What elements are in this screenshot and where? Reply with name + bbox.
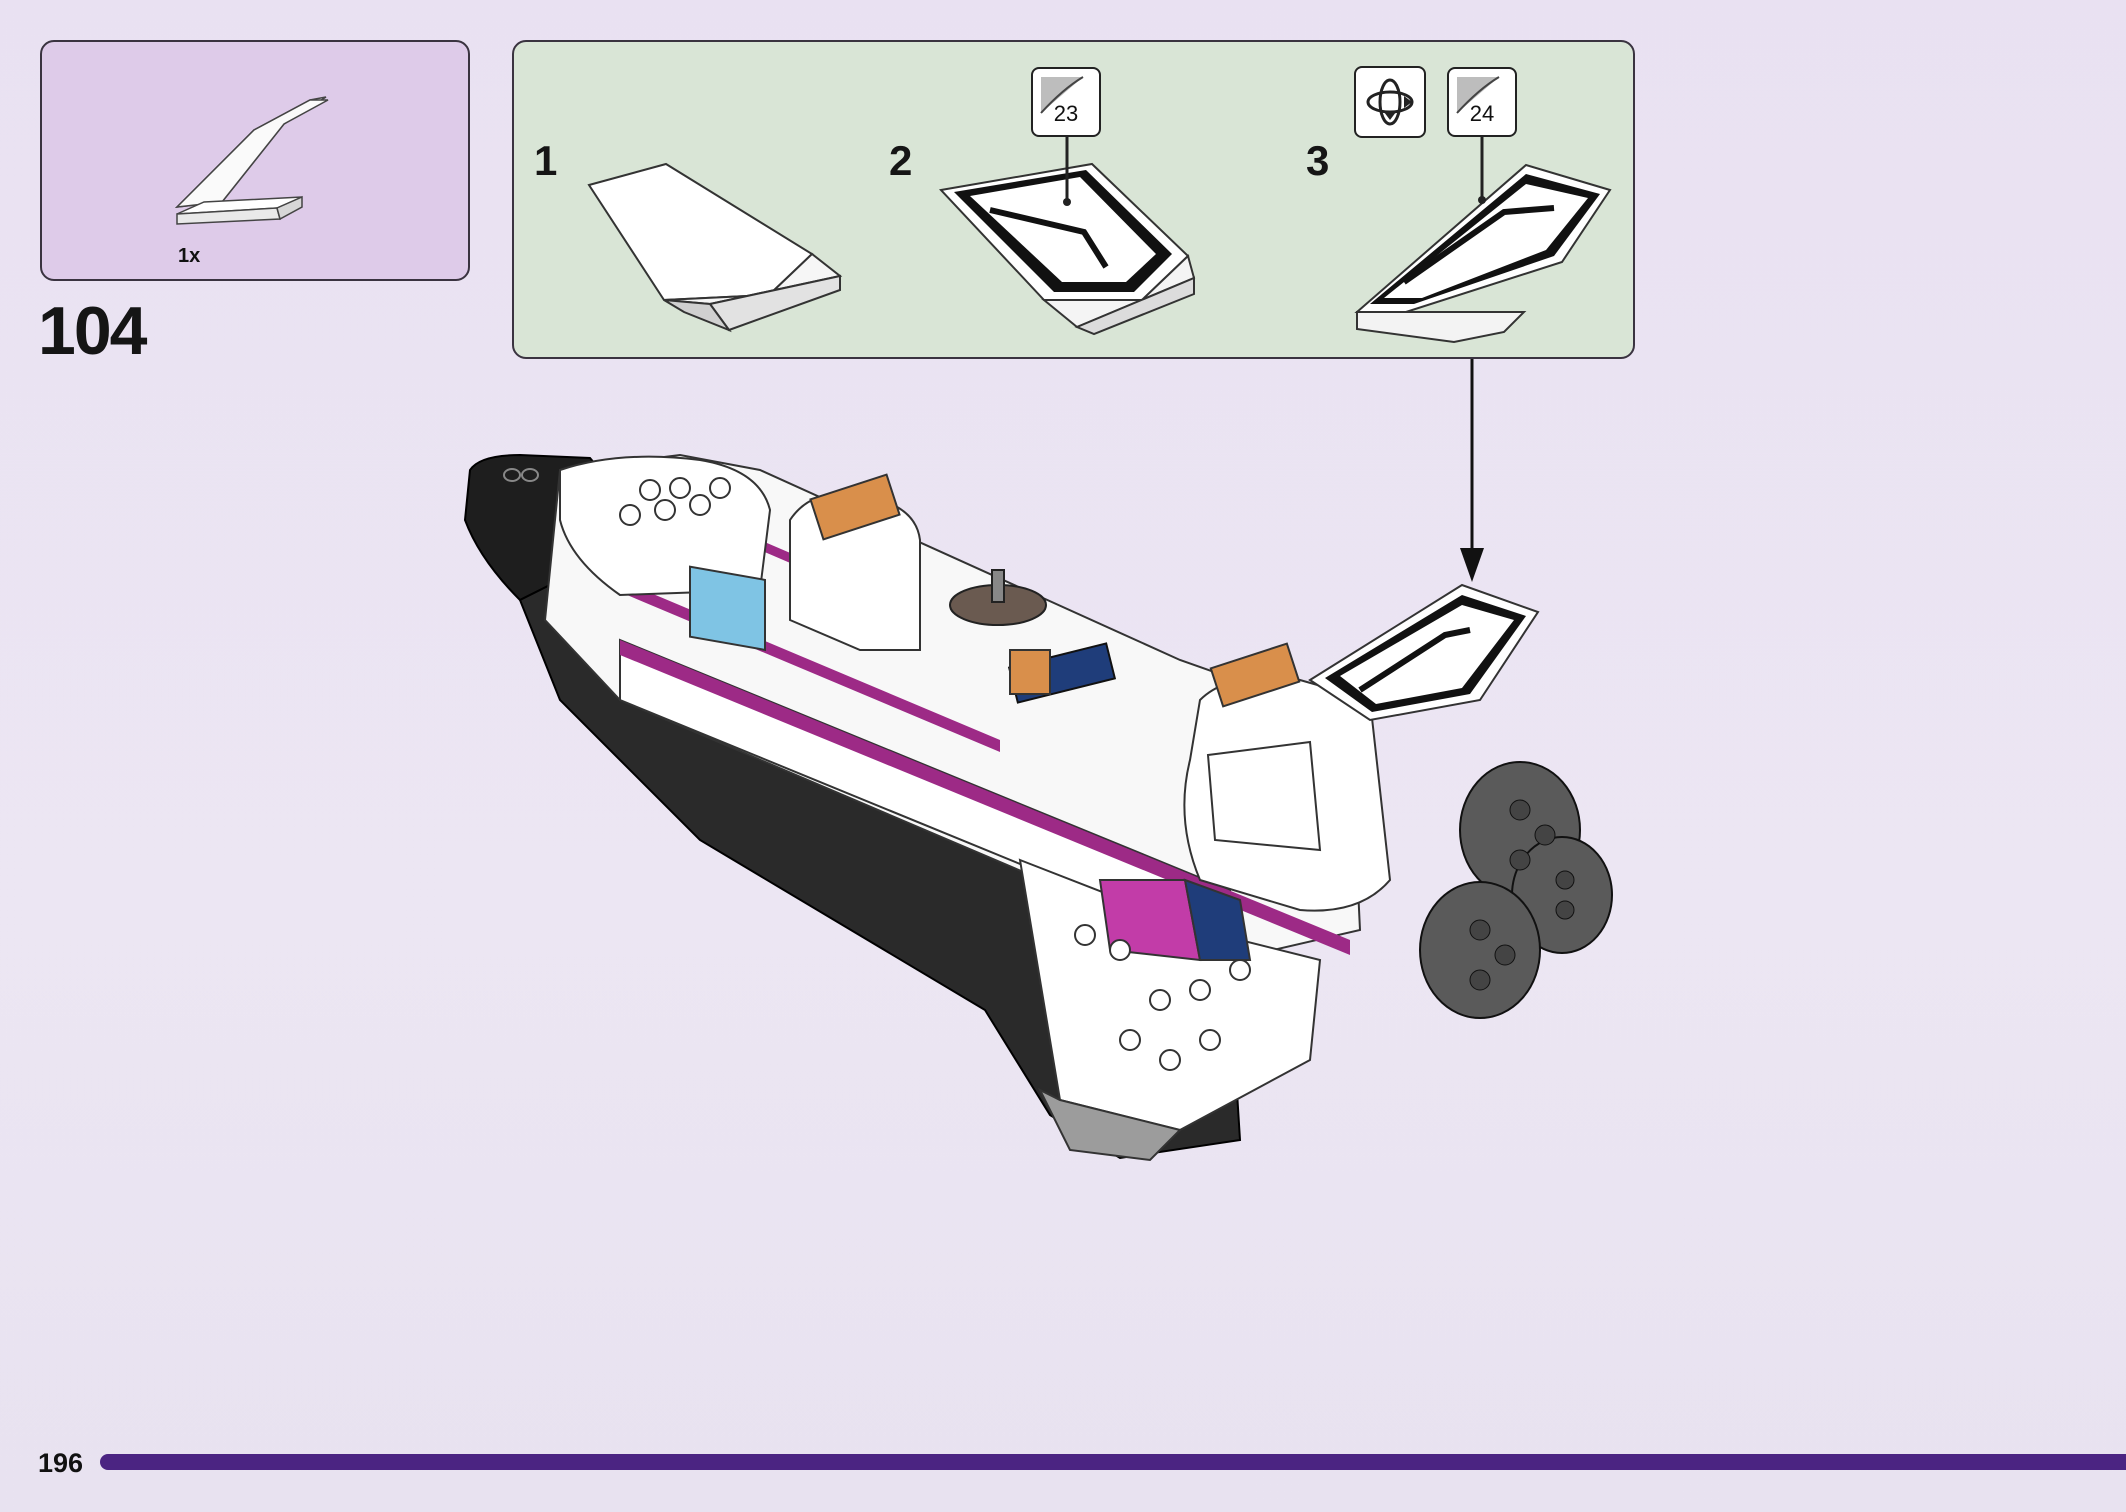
page-number: 196 bbox=[38, 1448, 84, 1478]
substep-1-fin bbox=[587, 162, 843, 333]
sticker-24-badge: 24 bbox=[1447, 67, 1517, 137]
rotate-model-icon bbox=[1366, 78, 1414, 126]
rotate-model-badge bbox=[1354, 66, 1426, 138]
substep-box: 1 2 3 23 24 bbox=[512, 40, 1635, 359]
shuttle-wing bbox=[1018, 858, 1322, 1162]
substep-label-2: 2 bbox=[889, 137, 913, 184]
shuttle-engines bbox=[1419, 761, 1613, 1019]
cargo-bay-arch bbox=[789, 473, 921, 651]
shuttle-rear-section bbox=[1183, 642, 1392, 912]
shuttle-cockpit bbox=[559, 455, 772, 652]
substep-illustrations bbox=[587, 136, 1612, 344]
sticker-23-badge: 23 bbox=[1031, 67, 1101, 137]
substep-2-fin bbox=[939, 136, 1196, 336]
sticker-icon bbox=[1456, 76, 1500, 114]
sticker-icon bbox=[1040, 76, 1084, 114]
step-number: 104 bbox=[38, 293, 147, 369]
sticker-number-23: 23 bbox=[1053, 101, 1079, 126]
substep-3-fin bbox=[1354, 136, 1612, 344]
parts-list-box: 1x bbox=[40, 40, 470, 281]
substep-label-1: 1 bbox=[534, 137, 558, 184]
part-quantity: 1x bbox=[178, 245, 201, 267]
page-progress-bar bbox=[100, 1454, 2126, 1470]
sticker-number-24: 24 bbox=[1469, 101, 1495, 126]
payload-dish bbox=[949, 569, 1117, 704]
tail-fin-part-image bbox=[174, 96, 329, 225]
attached-tail-fin bbox=[1308, 583, 1540, 722]
substep-label-3: 3 bbox=[1306, 137, 1330, 184]
